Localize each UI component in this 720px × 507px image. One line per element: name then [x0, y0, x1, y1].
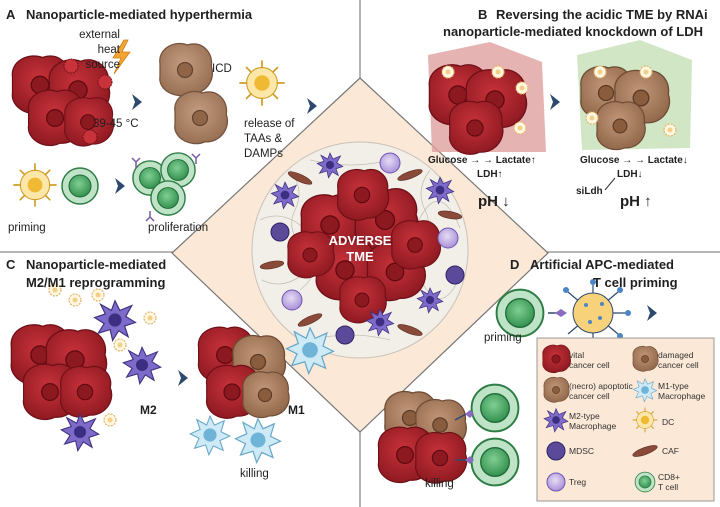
panel-b-title-line-2: nanoparticle-mediated knockdown of LDH [443, 24, 704, 39]
adverse-tme-cluster [251, 141, 469, 359]
panel-d-title-line-1: Artificial APC-mediated [530, 257, 674, 272]
panel-b-graphics [428, 40, 692, 191]
legend-cd8-line-2: T cell [658, 482, 679, 492]
panel-d-graphics [377, 279, 657, 487]
legend-cd8-line-1: CD8+ [658, 472, 680, 482]
legend-m1-line-2: Macrophage [658, 391, 706, 401]
legend-treg: Treg [569, 477, 587, 487]
center-title-line-2: TME [346, 249, 374, 264]
left-ph: pH ↓ [478, 193, 510, 210]
panel-a-graphics [11, 39, 317, 222]
panel-b-letter: B [478, 7, 488, 22]
legend-box [536, 337, 715, 502]
legend-mdsc: MDSC [569, 446, 595, 456]
m2-label: M2 [140, 403, 157, 417]
sildh-label: siLdh [576, 186, 603, 197]
panel-a-title: Nanoparticle-mediated hyperthermia [26, 7, 253, 22]
killing-label-d: killing [425, 478, 454, 490]
killing-label-c: killing [240, 468, 269, 480]
heat-source-line-2: heat [97, 44, 120, 56]
panel-c-title-line-2: M2/M1 reprogramming [26, 275, 166, 290]
left-ldh: LDH↑ [477, 169, 503, 180]
legend-caf: CAF [662, 446, 679, 456]
priming-label-d: priming [484, 332, 522, 344]
panel-b-title-line-1: Reversing the acidic TME by RNAi [496, 7, 708, 22]
legend-m2-line-2: Macrophage [569, 421, 617, 431]
m1-label: M1 [288, 403, 305, 417]
legend-damaged-cancer-line-1: damaged [658, 350, 694, 360]
panel-d-letter: D [510, 257, 520, 272]
right-ph: pH ↑ [620, 193, 652, 210]
panel-c-title-line-1: Nanoparticle-mediated [26, 257, 167, 272]
legend-vital-cancer-line-1: vital [569, 350, 585, 360]
proliferation-label: proliferation [148, 222, 209, 234]
heat-source-line-1: external [79, 29, 120, 41]
release-line-2: TAAs & [244, 133, 283, 145]
priming-label-a: priming [8, 222, 46, 234]
legend-apoptotic-line-2: cancer cell [569, 391, 610, 401]
left-equation: Glucose → → Lactate↑ [428, 155, 536, 166]
center-title-line-1: ADVERSE [328, 233, 392, 248]
panel-d-title-line-2: T cell priming [593, 275, 678, 290]
icd-label: ICD [212, 63, 232, 75]
legend-dc: DC [662, 417, 675, 427]
legend-apoptotic-line-1: (necro) apoptotic [569, 381, 633, 391]
legend-vital-cancer-line-2: cancer cell [569, 360, 610, 370]
heat-bolt-icon [112, 39, 131, 75]
release-line-3: DAMPs [244, 148, 283, 160]
panel-a-letter: A [6, 7, 16, 22]
right-ldh: LDH↓ [617, 169, 643, 180]
legend-m2-line-1: M2-type [569, 411, 600, 421]
right-equation: Glucose → → Lactate↓ [580, 155, 688, 166]
legend-m1-line-1: M1-type [658, 381, 689, 391]
panel-c-letter: C [6, 257, 16, 272]
release-line-1: release of [244, 118, 295, 130]
legend-damaged-cancer-line-2: cancer cell [658, 360, 699, 370]
heat-source-line-3: source [85, 59, 120, 71]
temperature-label: 39-45 °C [93, 118, 139, 130]
